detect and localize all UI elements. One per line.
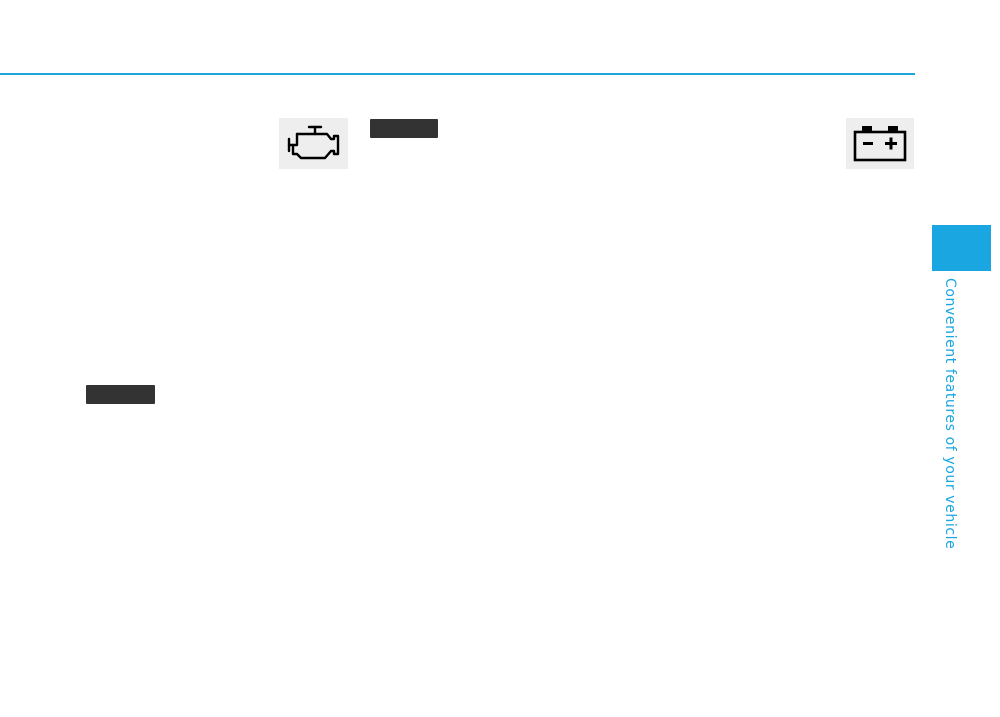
section-label-chip [86,385,155,404]
header-rule [0,73,915,75]
engine-icon [287,125,340,160]
battery-warning-icon-box [846,118,914,169]
battery-icon [853,126,907,162]
chapter-title: Convenient features of your vehicle [942,278,958,550]
engine-warning-icon-box [279,118,348,169]
chapter-tab[interactable] [932,225,991,271]
warning-label-chip [370,119,438,138]
